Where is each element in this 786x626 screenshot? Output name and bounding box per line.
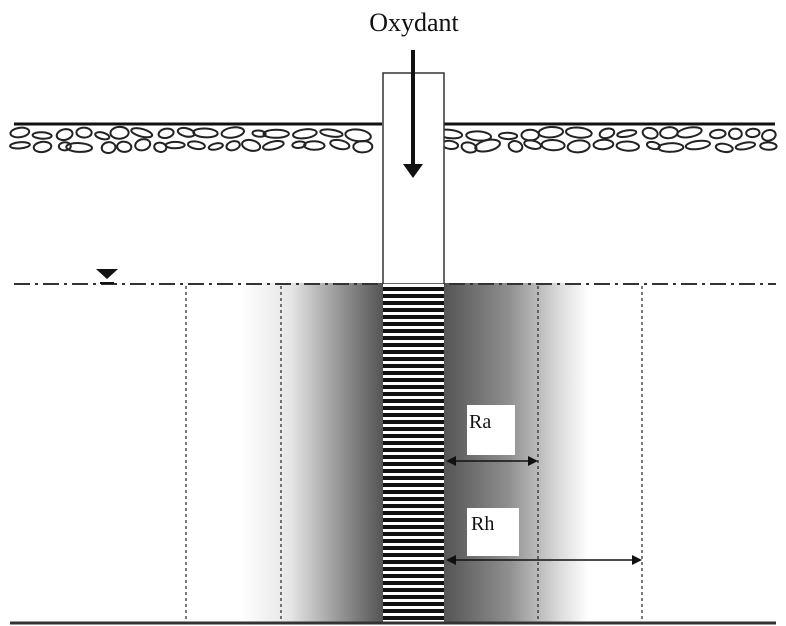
soil-pebble — [709, 128, 727, 140]
soil-pebble — [523, 139, 542, 150]
ra-label: Ra — [469, 411, 491, 433]
soil-pebble — [130, 127, 154, 139]
injection-well — [382, 72, 445, 624]
ra-arrow-left-icon — [446, 456, 456, 466]
soil-pebble — [225, 140, 241, 152]
oxidant-arrow-head-icon — [403, 164, 423, 178]
soil-pebble — [31, 131, 53, 140]
soil-pebble — [153, 141, 168, 153]
rh-label-box — [467, 508, 519, 556]
soil-pebble — [65, 142, 94, 153]
plume-gradient-left — [240, 283, 383, 624]
soil-pebble — [745, 127, 761, 139]
soil-pebble — [220, 126, 245, 139]
soil-pebble — [192, 127, 219, 139]
soil-pebble — [157, 127, 175, 140]
plume-gradient-right — [444, 283, 589, 624]
soil-pebble — [616, 129, 638, 139]
surface-soil-layer — [9, 122, 778, 155]
soil-pebble — [734, 141, 757, 151]
radius-boundaries — [185, 286, 643, 622]
water-table-marker-icon — [96, 269, 118, 279]
soil-pebble — [676, 126, 703, 139]
soil-pebble — [100, 141, 117, 155]
soil-pebble — [134, 138, 152, 152]
soil-pebble — [641, 126, 659, 140]
soil-pebble — [714, 142, 734, 154]
soil-pebble — [344, 128, 372, 143]
soil-pebble — [207, 142, 224, 151]
ra-dimension — [446, 405, 538, 466]
soil-pebble — [32, 140, 53, 154]
soil-pebble — [761, 129, 777, 142]
soil-pebble — [262, 128, 290, 139]
soil-pebble — [728, 127, 743, 141]
soil-pebble — [292, 128, 318, 140]
soil-pebble — [645, 140, 661, 151]
soil-pebble — [303, 140, 326, 151]
soil-pebble — [116, 140, 133, 153]
soil-pebble — [329, 138, 351, 151]
soil-pebble — [497, 131, 519, 141]
oxidant-label: Oxydant — [369, 8, 459, 37]
soil-pebble — [262, 140, 285, 151]
soil-pebble — [9, 141, 31, 150]
rh-label: Rh — [471, 513, 494, 535]
soil-pebble — [94, 131, 111, 141]
soil-pebble — [592, 138, 615, 151]
soil-pebble — [598, 127, 616, 140]
soil-pebble — [319, 128, 344, 138]
soil-pebble — [684, 139, 711, 151]
soil-pebble — [9, 126, 31, 139]
soil-pebble — [615, 140, 640, 152]
soil-pebble — [187, 140, 206, 151]
soil-pebble — [57, 141, 72, 152]
soil-pebble — [759, 141, 778, 151]
rh-arrow-right-icon — [632, 555, 642, 565]
soil-pebble — [537, 125, 565, 139]
soil-pebble — [164, 140, 186, 150]
soil-pebble — [55, 128, 74, 142]
oxidant-injection-arrow — [403, 50, 423, 178]
well-screen-stripes — [383, 284, 444, 624]
soil-pebble — [566, 139, 591, 154]
soil-pebble — [659, 126, 679, 140]
rh-arrow-left-icon — [446, 555, 456, 565]
soil-pebbles — [9, 125, 778, 155]
soil-pebble — [109, 125, 130, 140]
soil-pebble — [474, 138, 501, 153]
soil-pebble — [507, 140, 524, 153]
soil-pebble — [465, 130, 493, 142]
ra-label-box — [467, 405, 515, 455]
soil-pebble — [540, 138, 566, 152]
soil-pebble — [251, 129, 267, 138]
soil-pebble — [564, 126, 593, 139]
soil-pebble — [657, 142, 685, 153]
soil-pebble — [520, 128, 540, 142]
ra-arrow-right-icon — [528, 456, 538, 466]
soil-pebble — [241, 138, 262, 152]
soil-pebble — [352, 139, 374, 154]
rh-dimension — [446, 508, 642, 565]
soil-pebble — [75, 126, 93, 139]
